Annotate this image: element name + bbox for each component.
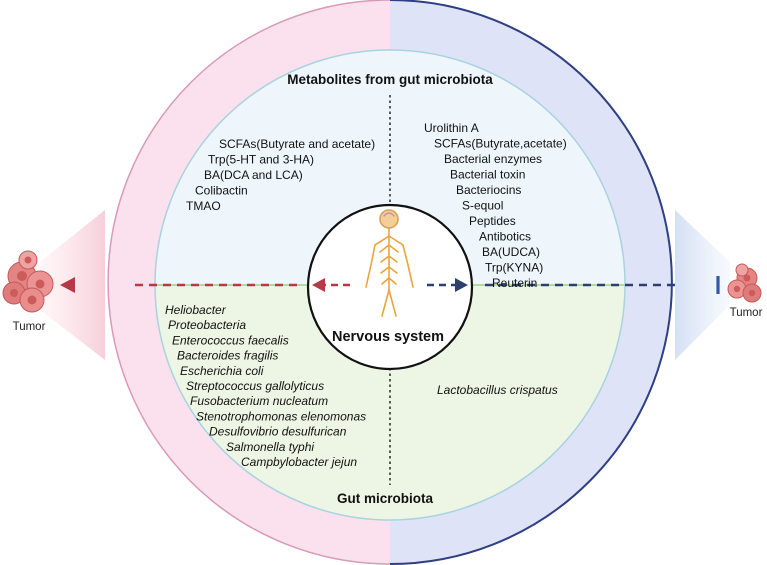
inhibiting-metabolite-item: Bacteriocins	[456, 183, 521, 197]
promote-tumor-arrowhead	[60, 277, 75, 293]
inhibiting-bacterium-item: Lactobacillus crispatus	[437, 383, 558, 397]
inhibiting-metabolite-item: S-equol	[462, 199, 503, 213]
left-tumor-icon	[2, 250, 54, 313]
left-ring-edge	[107, 0, 391, 565]
metabolites-header: Metabolites from gut microbiota	[287, 72, 493, 87]
promoting-bacterium-item: Fusobacterium nucleatum	[190, 394, 328, 408]
inhibiting-metabolite-item: Bacterial enzymes	[444, 152, 542, 166]
promoting-metabolite-item: Trp(5-HT and 3-HA)	[208, 153, 314, 167]
promoting-bacterium-item: Proteobacteria	[168, 318, 246, 332]
promoting-bacterium-item: Campbylobacter jejun	[241, 455, 357, 469]
promoting-bacterium-item: Heliobacter	[165, 303, 227, 317]
promoting-bacterium-item: Enterococcus faecalis	[172, 333, 289, 347]
human-nervous-system-figure	[365, 209, 414, 317]
promoting-bacterium-item: Escherichia coli	[180, 364, 264, 378]
inhibiting-metabolite-item: Reuterin	[492, 276, 537, 290]
right-tumor-label: Tumor	[730, 307, 763, 319]
promoting-bacterium-item: Bacteroides fragilis	[177, 349, 278, 363]
promoting-metabolite-item: SCFAs(Butyrate and acetate)	[219, 137, 375, 151]
inhibiting-metabolite-item: Bacterial toxin	[450, 168, 525, 182]
promoting-metabolite-item: TMAO	[186, 199, 221, 213]
left-tumor-label: Tumor	[13, 321, 46, 333]
promoting-metabolites-list: SCFAs(Butyrate and acetate) Trp(5-HT and …	[186, 137, 375, 213]
inhibiting-metabolites-list: Urolithin ASCFAs(Butyrate,acetate)Bacter…	[424, 121, 567, 290]
promoting-bacterium-item: Stenotrophomonas elenomonas	[196, 409, 366, 423]
microbiota-header: Gut microbiota	[337, 491, 433, 506]
center-right-arrowhead	[455, 278, 468, 292]
inhibiting-metabolite-item: Peptides	[469, 214, 516, 228]
inhibiting-metabolite-item: Antibotics	[479, 230, 531, 244]
nervous-system-label: Nervous system	[332, 329, 444, 345]
center-left-arrowhead	[312, 278, 325, 292]
promoting-metabolite-item: BA(DCA and LCA)	[204, 168, 303, 182]
inhibiting-metabolite-item: BA(UDCA)	[482, 245, 540, 259]
promoting-bacterium-item: Desulfovibrio desulfurican	[209, 425, 347, 439]
nervous-system-circle	[306, 203, 474, 371]
inhibiting-metabolite-item: Urolithin A	[424, 121, 479, 135]
inhibiting-bacteria-list: Lactobacillus crispatus	[437, 383, 558, 397]
right-ring-edge	[389, 0, 673, 565]
promoting-metabolite-item: Colibactin	[195, 184, 248, 198]
right-tumor-icon	[727, 263, 762, 303]
inhibiting-metabolite-item: Trp(KYNA)	[485, 261, 543, 275]
promoting-bacterium-item: Salmonella typhi	[226, 440, 314, 454]
inhibiting-metabolite-item: SCFAs(Butyrate,acetate)	[434, 137, 567, 151]
promoting-bacterium-item: Streptococcus gallolyticus	[186, 379, 324, 393]
